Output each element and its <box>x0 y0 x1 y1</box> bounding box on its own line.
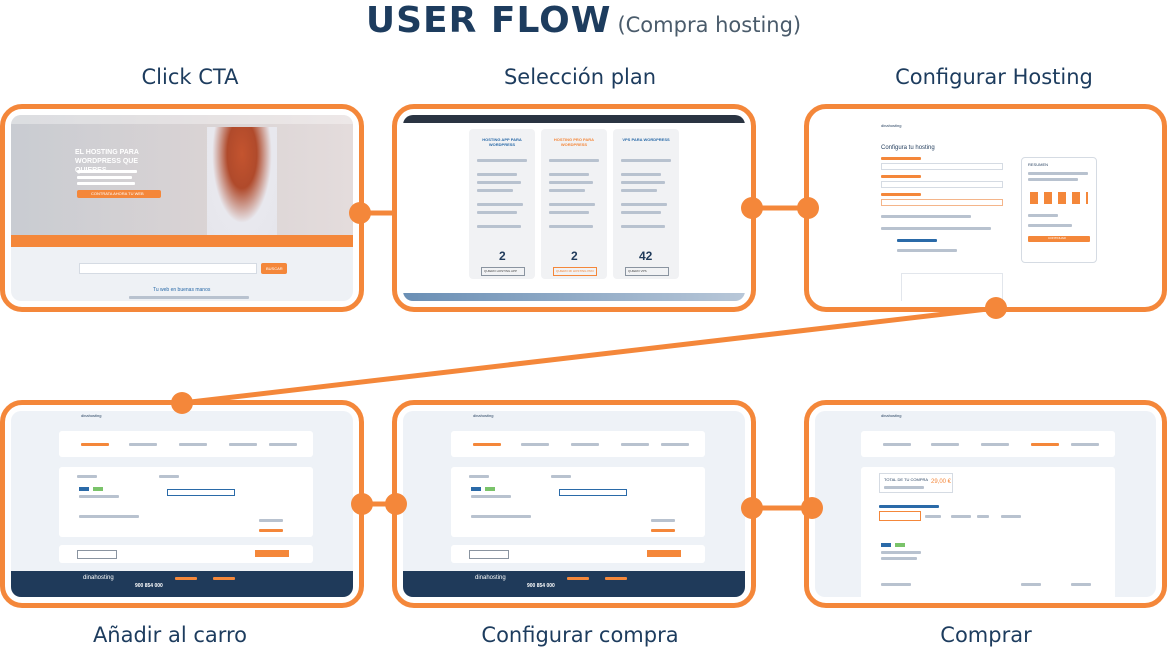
footer: dinahosting 900 854 000 <box>403 571 745 597</box>
search-button[interactable]: BUSCAR <box>261 263 287 274</box>
purchase-panel: TOTAL DE TU COMPRA 29,00 € <box>861 467 1115 597</box>
total-value: 29,00 € <box>931 479 952 485</box>
connector-dot <box>351 493 373 515</box>
screen-anadir-carro: dinahosting dinahosting 900 854 000 <box>0 400 364 608</box>
step-label-configurar-hosting: Configurar Hosting <box>895 65 1093 89</box>
connector-dot <box>349 202 371 224</box>
footer: dinahosting 900 854 000 <box>11 571 353 597</box>
connector-dot <box>801 497 823 519</box>
connector-dot <box>741 497 763 519</box>
search-box[interactable] <box>79 263 257 274</box>
progress-steps <box>451 431 705 457</box>
top-nav <box>11 115 353 124</box>
screen-seleccion-plan: HOSTING APP PARA WORDPRESS 2 QUIERO HOST… <box>392 104 756 312</box>
screen-comprar: dinahosting TOTAL DE TU COMPRA 29,00 € <box>804 400 1167 608</box>
config-heading: Configura tu hosting <box>881 145 935 151</box>
tagline: Tu web en buenas manos <box>153 287 211 293</box>
page-title: USER FLOW(Compra hosting) <box>0 0 1167 41</box>
continue-purchase-button[interactable] <box>255 550 289 557</box>
plan-vps-button[interactable]: QUIERO VPS <box>625 267 669 276</box>
title-main: USER FLOW <box>365 0 612 41</box>
plan-card-pro: HOSTING PRO PARA WORDPRESS 2 QUIERO MI H… <box>541 129 607 279</box>
connector-dot <box>797 197 819 219</box>
brand-logo: dinahosting <box>473 413 494 418</box>
woman-photo <box>207 127 277 235</box>
plan-card-app: HOSTING APP PARA WORDPRESS 2 QUIERO HOST… <box>469 129 535 279</box>
connector-3-4 <box>181 305 997 406</box>
brand-logo: dinahosting <box>881 123 902 128</box>
total-label: TOTAL DE TU COMPRA <box>884 477 929 482</box>
plan-card-vps: VPS PARA WORDPRESS 42 QUIERO VPS <box>613 129 679 279</box>
progress-steps <box>59 431 313 457</box>
title-subtitle: (Compra hosting) <box>617 13 802 37</box>
step-label-comprar: Comprar <box>940 623 1032 647</box>
cta-button[interactable]: CONTRATA AHORA TU WEB <box>77 190 161 198</box>
screen-configurar-hosting: dinahosting Configura tu hosting RESUMEN… <box>804 104 1167 312</box>
cart-table <box>59 467 313 537</box>
plan-pro-button[interactable]: QUIERO MI HOSTING PRO <box>553 267 597 276</box>
orange-strip <box>11 235 353 247</box>
connector-dot <box>385 493 407 515</box>
cart-table <box>451 467 705 537</box>
step-label-seleccion-plan: Selección plan <box>503 65 657 89</box>
summary-panel: RESUMEN CONTINUAR <box>1021 157 1097 263</box>
step-label-click-cta: Click CTA <box>141 65 239 89</box>
connector-dot <box>171 392 193 414</box>
plan-app-button[interactable]: QUIERO HOSTING APP <box>481 267 525 276</box>
continue-button[interactable]: CONTINUAR <box>1028 236 1090 242</box>
brand-logo: dinahosting <box>881 413 902 418</box>
progress-steps <box>861 431 1115 457</box>
hero-banner <box>11 115 353 235</box>
brand-logo: dinahosting <box>81 413 102 418</box>
screen-click-cta: EL HOSTING PARA WORDPRESS QUE QUIERES CO… <box>0 104 364 312</box>
step-label-anadir-carro: Añadir al carro <box>92 623 248 647</box>
step-label-configurar-compra: Configurar compra <box>481 623 679 647</box>
bottom-strip <box>403 293 745 301</box>
continue-purchase-button[interactable] <box>647 550 681 557</box>
connector-dot <box>741 197 763 219</box>
top-nav <box>403 115 745 123</box>
connector-dot <box>985 297 1007 319</box>
